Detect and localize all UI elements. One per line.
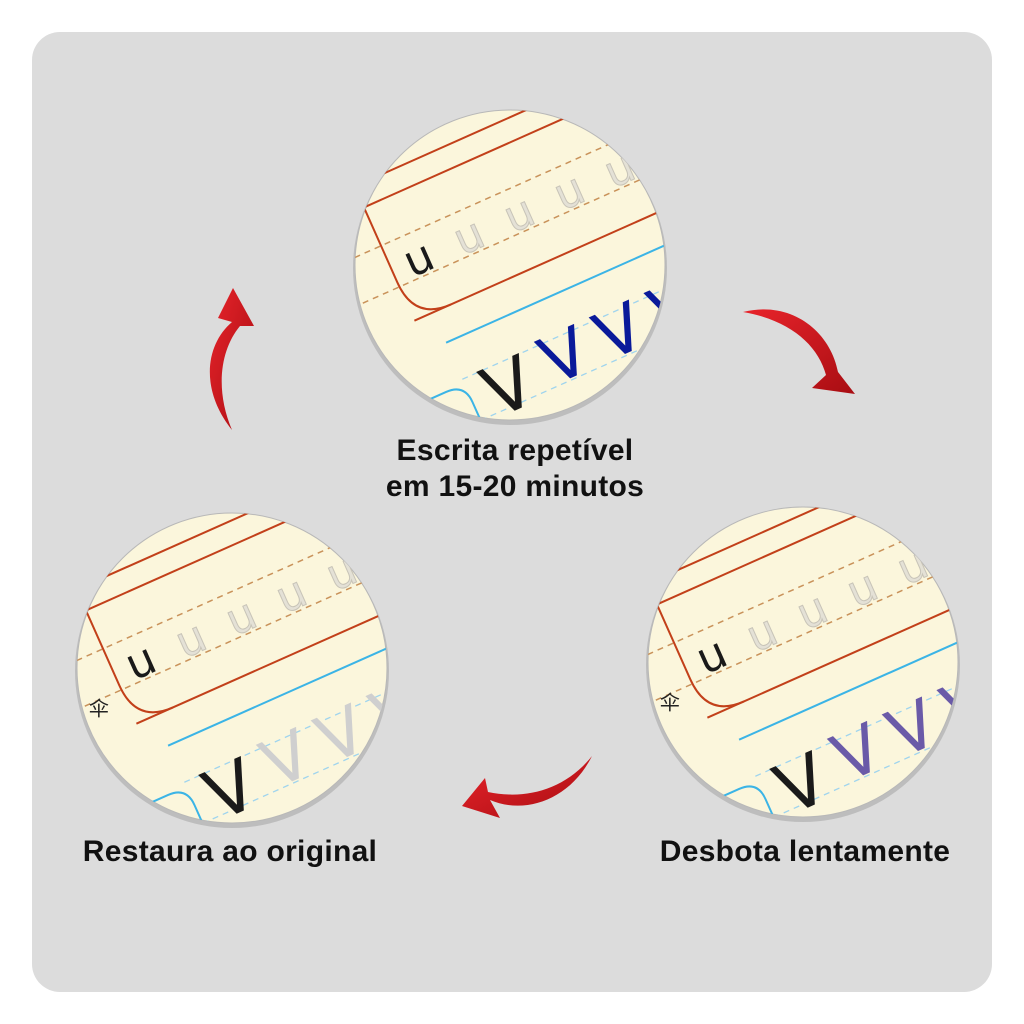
written-letter: V — [986, 636, 1024, 725]
side-glyph: 伞 — [660, 690, 680, 714]
red-rule — [135, 572, 387, 725]
red-rule — [648, 507, 958, 585]
dashed-guide — [84, 538, 387, 707]
blue-rule — [738, 596, 958, 741]
red-rule — [706, 566, 958, 719]
dashed-guide — [655, 532, 958, 701]
red-rule — [77, 513, 387, 591]
label-restored: Restaura ao original — [82, 835, 378, 868]
arrow-left-icon — [462, 756, 592, 818]
blue-rule — [167, 602, 387, 747]
red-rule — [413, 169, 665, 322]
red-box — [656, 604, 745, 708]
dashed-guide-blue — [462, 236, 665, 380]
dashed-guide-blue — [773, 674, 958, 817]
arrow-up-icon — [209, 288, 254, 430]
dashed-guide-blue — [184, 639, 387, 783]
label-fading: Desbota lentamente — [659, 835, 951, 868]
blue-box — [656, 785, 828, 817]
red-rule — [363, 110, 665, 209]
blue-box — [363, 388, 535, 420]
side-glyph: 伞 — [89, 696, 109, 720]
arrow-right-down-icon — [743, 309, 855, 394]
red-rule — [355, 110, 665, 188]
dashed-guide-blue — [480, 277, 665, 420]
blue-rule — [445, 199, 665, 344]
label-writing-line2: em 15-20 minutos — [385, 470, 645, 503]
paper-circle — [647, 506, 959, 818]
label-writing: Escrita repetível em 15-20 minutos — [330, 433, 700, 505]
dashed-guide-blue — [755, 633, 958, 777]
paper-circle — [76, 512, 388, 824]
written-letter: V — [415, 642, 488, 731]
red-box — [363, 207, 452, 311]
dashed-guide — [362, 135, 665, 304]
dashed-guide-blue — [202, 680, 387, 823]
blue-box — [85, 791, 257, 823]
red-rule — [85, 513, 387, 612]
label-writing-line1: Escrita repetível — [396, 434, 634, 467]
red-rule — [656, 507, 958, 606]
paper-circle — [354, 109, 666, 421]
red-box — [85, 610, 174, 714]
